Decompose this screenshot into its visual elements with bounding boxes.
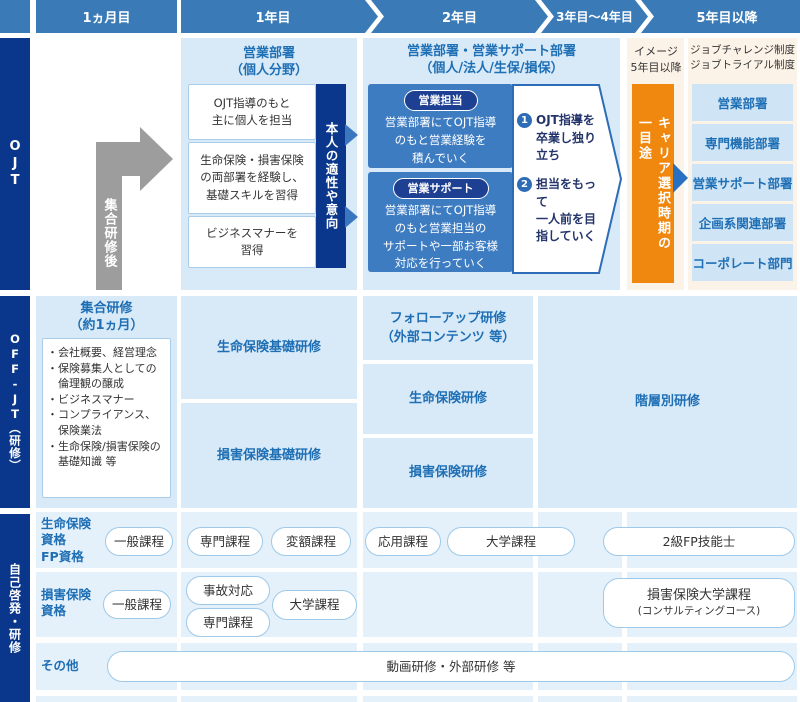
right-arrow-icon [345, 124, 358, 146]
row-label-nonlife-insurance-cert: 損害保険 資格 [41, 587, 92, 619]
cert-pill: 大学課程 [447, 527, 575, 556]
header-label: 2年目 [441, 11, 478, 26]
cert-pill-line1: 損害保険大学課程 [646, 588, 751, 604]
sidebar-ojt-label: OJT [7, 138, 23, 190]
other-training-pill: 動画研修・外部研修 等 [107, 651, 795, 682]
role-description: 営業部署にてOJT指導 のもと営業担当の サポートや一部お客様 対応を行っていく [383, 203, 498, 271]
cert-pill-line2: (コンサルティングコース) [637, 604, 761, 617]
career-bar-label: キャリア選択時期の 一目途 [636, 116, 670, 251]
aptitude-bar: 本人の適性や意向 [316, 84, 346, 268]
sidebar-offjt-label: OFF-JT（研修） [8, 332, 22, 472]
grid-cell [36, 696, 177, 702]
career-arrow-icon [673, 163, 688, 193]
group-training-arrow-arm [122, 142, 140, 176]
ojt-task-box: ビジネスマナーを 習得 [188, 216, 316, 268]
topic-bullet: ・ビジネスマナー [47, 392, 135, 406]
course-box: フォローアップ研修 （外部コンテンツ 等） [363, 296, 533, 360]
group-training-arrow-label: 集合研修後 [101, 198, 117, 268]
header-label: 1年目 [255, 11, 291, 26]
course-box: 損害保険研修 [363, 438, 533, 508]
department-box: 営業部署 [692, 84, 793, 121]
header-cell-month1: 1ヵ月目 [36, 0, 177, 33]
aptitude-bar-label: 本人の適性や意向 [323, 122, 339, 230]
ojt-task-box: 生命保険・損害保険 の両部署を経験し、 基礎スキルを習得 [188, 142, 316, 214]
grid-cell [181, 696, 357, 702]
group-training-arrow-text-wrap: 集合研修後 [96, 180, 122, 286]
goal-pentagon-content: 1 OJT指導を 卒業し独り 立ち 2 担当をもって 一人前を目 指していく [517, 84, 603, 274]
role-badge: 営業サポート [392, 178, 489, 200]
grid-cell [538, 696, 622, 702]
role-badge: 営業担当 [403, 90, 478, 112]
grid-cell [363, 572, 533, 637]
job-systems-header: ジョブチャレンジ制度 ジョブトライアル制度 [690, 44, 795, 72]
cert-pill: 専門課程 [186, 608, 270, 637]
sidebar-self-dev: 自己啓発・研修 [0, 514, 30, 702]
goal-pentagon-shape [512, 84, 622, 274]
topic-bullet: ・生命保険/損害保険の基礎知識 等 [47, 439, 161, 469]
sidebar-ojt: OJT [0, 38, 30, 290]
career-bar: キャリア選択時期の 一目途 [632, 84, 674, 283]
year5-image-label: イメージ 5年目以降 [630, 45, 682, 74]
topic-bullet: ・コンプライアンス、保険業法 [47, 408, 157, 438]
group-training-arrow-stem [96, 142, 122, 290]
cert-pill: 事故対応 [186, 576, 270, 605]
topic-bullet: ・保険募集人としての倫理観の醸成 [47, 361, 157, 391]
header-cell-year1: 1年目 [181, 0, 378, 33]
department-box: 専門機能部署 [692, 124, 793, 161]
sidebar-self-dev-label: 自己啓発・研修 [7, 562, 22, 654]
cert-pill: 変額課程 [271, 527, 351, 556]
grid-cell [363, 696, 533, 702]
goal-number-icon: 1 [517, 113, 532, 129]
header-label: 3年目～4年目 [556, 10, 633, 24]
department-box: 営業サポート部署 [692, 164, 793, 201]
ojt-year1-title: 営業部署 （個人分野） [229, 46, 308, 78]
department-box: コーポレート部門 [692, 244, 793, 281]
role-box-sales-support: 営業サポート 営業部署にてOJT指導 のもと営業担当の サポートや一部お客様 対… [368, 172, 513, 272]
right-arrow-icon [345, 206, 358, 228]
course-box: 階層別研修 [538, 296, 797, 508]
cert-pill: 一般課程 [105, 527, 173, 556]
goal-item: 2 担当をもって 一人前を目 指していく [517, 176, 603, 246]
department-box: 企画系関連部署 [692, 204, 793, 241]
row-label-other: その他 [41, 658, 79, 673]
ojt-task-box: OJT指導のもと 主に個人を担当 [188, 84, 316, 140]
row-label-life-insurance-cert: 生命保険 資格 FP資格 [41, 516, 92, 564]
group-training-arrow-head-icon [140, 127, 173, 191]
group-training-title: 集合研修 （約1ヵ月） [69, 301, 144, 333]
goal-text: 担当をもって 一人前を目 指していく [536, 177, 597, 244]
cert-pill: 専門課程 [187, 527, 263, 556]
header-cell-year5plus: 5年目以降 [641, 0, 800, 33]
topic-bullet: ・会社概要、経営理念 [47, 346, 157, 359]
header-label: 5年目以降 [696, 11, 758, 26]
group-training-topics-box: ・会社概要、経営理念 ・保険募集人としての倫理観の醸成 ・ビジネスマナー ・コン… [42, 338, 171, 498]
course-box: 生命保険研修 [363, 364, 533, 434]
header-corner [0, 0, 30, 33]
cert-pill: 一般課程 [103, 590, 171, 619]
course-box: 損害保険基礎研修 [181, 403, 357, 508]
header-cell-year3-4: 3年目～4年目 [541, 0, 648, 33]
sidebar-offjt: OFF-JT（研修） [0, 296, 30, 508]
role-box-sales: 営業担当 営業部署にてOJT指導 のもと営業経験を 積んでいく [368, 84, 513, 168]
grid-cell [627, 696, 797, 702]
course-box: 生命保険基礎研修 [181, 296, 357, 399]
goal-text: OJT指導を 卒業し独り 立ち [536, 113, 597, 162]
header-cell-year2: 2年目 [371, 0, 548, 33]
cert-pill: 2級FP技能士 [603, 527, 795, 556]
ojt-year2-title: 営業部署・営業サポート部署 （個人/法人/生保/損保） [406, 44, 576, 76]
cert-pill: 大学課程 [272, 590, 357, 620]
cert-pill: 応用課程 [365, 527, 441, 556]
goal-item: 1 OJT指導を 卒業し独り 立ち [517, 112, 603, 164]
role-description: 営業部署にてOJT指導 のもと営業経験を 積んでいく [384, 115, 497, 165]
cert-pill-nonlife-university: 損害保険大学課程 (コンサルティングコース) [603, 578, 795, 628]
goal-number-icon: 2 [517, 177, 532, 193]
header-label: 1ヵ月目 [82, 11, 131, 26]
